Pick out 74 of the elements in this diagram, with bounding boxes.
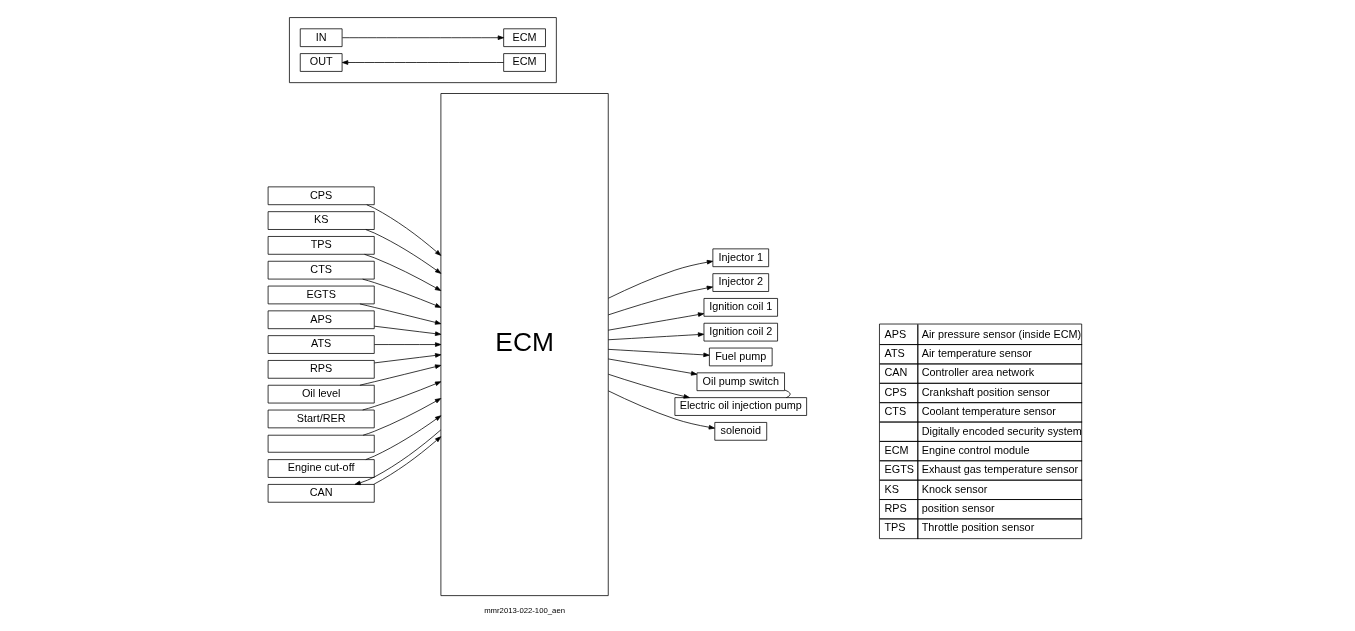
node-box: OUT <box>299 53 342 72</box>
arrow <box>361 381 441 411</box>
node-box: EGTS <box>267 285 375 305</box>
label: KS <box>884 482 899 495</box>
label: Throttle position sensor <box>921 521 1034 534</box>
label: RPS <box>884 502 907 515</box>
node-box: Start/RER <box>267 409 375 429</box>
label: Air temperature sensor <box>921 347 1032 360</box>
node-box: Injector 2 <box>712 273 769 292</box>
arrow <box>373 325 441 336</box>
node-box: ATS <box>267 335 375 354</box>
label: mmr2013-022-100_aen <box>483 606 565 616</box>
label: Air pressure sensor (inside ECM) <box>921 327 1081 340</box>
node-box: Fuel pump <box>708 347 773 367</box>
node-box: RPS <box>267 360 375 379</box>
label: APS <box>884 327 906 340</box>
arrow <box>362 398 441 436</box>
node-box: ECM <box>440 93 609 596</box>
arrow <box>607 390 715 430</box>
node-box: ECM <box>502 53 546 72</box>
node-box: Ignition coil 2 <box>703 322 778 342</box>
label: CPS <box>884 385 907 398</box>
node-box: APS <box>267 310 375 330</box>
label: ECM <box>884 443 909 456</box>
arrow <box>607 332 704 341</box>
label: EGTS <box>884 463 914 476</box>
node-box <box>267 434 375 453</box>
node-box: TPS <box>267 236 375 255</box>
arrow <box>607 358 697 376</box>
arrow <box>359 303 441 325</box>
node-box: solenoid <box>713 422 767 441</box>
label: Knock sensor <box>921 482 987 495</box>
label: position sensor <box>921 502 995 515</box>
arrow <box>364 415 441 460</box>
arrow <box>363 253 441 291</box>
arrow <box>607 348 710 358</box>
label: TPS <box>884 521 906 534</box>
node-box: Injector 1 <box>712 248 769 268</box>
arrow <box>607 259 713 299</box>
node-box: IN <box>299 28 342 47</box>
label: Coolant temperature sensor <box>921 405 1056 418</box>
arrow <box>607 312 704 331</box>
arrow <box>607 285 713 316</box>
connector <box>783 389 790 399</box>
cluster <box>288 17 557 84</box>
arrow <box>341 35 504 40</box>
arrow <box>373 353 441 364</box>
arrow <box>364 229 441 274</box>
node-box: KS <box>267 211 375 230</box>
label: Exhaust gas temperature sensor <box>921 463 1078 476</box>
node-box: CTS <box>267 260 375 280</box>
arrow <box>341 60 504 65</box>
node-box: Electric oil injection pump <box>674 397 807 416</box>
label: CAN <box>884 366 907 379</box>
node-box: Ignition coil 1 <box>703 298 778 317</box>
arrow <box>359 364 441 386</box>
arrow <box>365 204 441 256</box>
arrow <box>354 429 441 486</box>
arrow <box>372 436 441 485</box>
label: Engine control module <box>921 443 1029 456</box>
label: ATS <box>884 347 905 360</box>
label: Controller area network <box>921 366 1034 379</box>
label: Digitally encoded security system <box>921 424 1082 437</box>
node-box: ECM <box>502 28 546 47</box>
node-box: Engine cut-off <box>267 459 375 478</box>
node-box: Oil pump switch <box>696 372 785 392</box>
node-box: CPS <box>267 186 375 206</box>
arrow <box>373 342 441 347</box>
label: Crankshaft position sensor <box>921 385 1050 398</box>
label: CTS <box>884 405 906 418</box>
arrow <box>607 373 690 399</box>
node-box: CAN <box>267 484 375 503</box>
arrow <box>361 278 441 308</box>
node-box: Oil level <box>267 384 375 404</box>
